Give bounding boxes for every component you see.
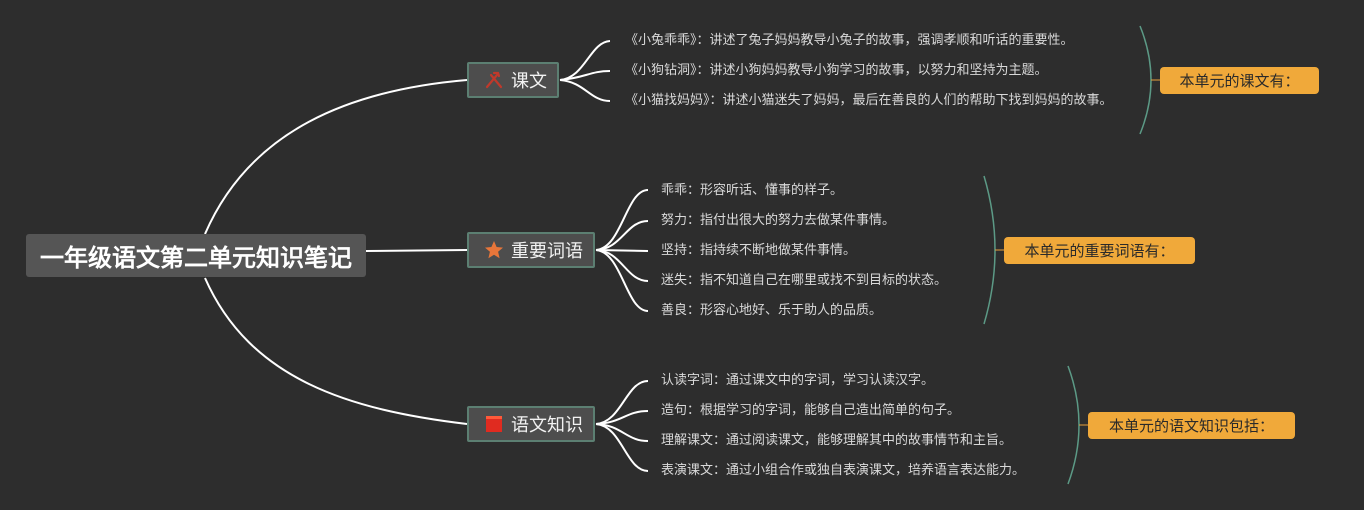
branch-label: 重要词语 [511, 241, 583, 262]
leaf-connector [595, 410, 649, 425]
leaf-connector [559, 79, 611, 102]
root-connector-lesson [204, 79, 468, 235]
branch-knowledge[interactable]: 语文知识 [467, 406, 595, 442]
summary-label[interactable]: 本单元的重要词语有： [1004, 237, 1195, 264]
summary-label[interactable]: 本单元的语文知识包括： [1088, 412, 1295, 439]
branch-label: 语文知识 [511, 415, 583, 436]
leaf-connector [559, 40, 611, 81]
leaf-connector [595, 249, 649, 252]
list-item: 善良：形容心地好、乐于助人的品质。 [661, 303, 883, 318]
list-item: 努力：指付出很大的努力去做某件事情。 [661, 213, 896, 228]
root-topic[interactable]: 一年级语文第二单元知识笔记 [26, 234, 366, 277]
branch-label: 课文 [511, 71, 547, 92]
list-item: 认读字词：通过课文中的字词，学习认读汉字。 [661, 373, 935, 388]
flag-icon [483, 413, 505, 435]
summary-bracket [1067, 365, 1080, 485]
branch-vocabulary[interactable]: 重要词语 [467, 232, 595, 268]
leaf-connector [595, 249, 649, 312]
list-item: 理解课文：通过阅读课文，能够理解其中的故事情节和主旨。 [661, 433, 1013, 448]
list-item: 坚持：指持续不断地做某件事情。 [661, 243, 857, 258]
list-item: 迷失：指不知道自己在哪里或找不到目标的状态。 [661, 273, 948, 288]
leaf-connector [595, 423, 649, 472]
tools-icon [483, 69, 505, 91]
leaf-connector [595, 220, 649, 251]
root-title: 一年级语文第二单元知识笔记 [40, 244, 352, 272]
branch-lesson[interactable]: 课文 [467, 62, 559, 98]
root-connector-vocab [365, 249, 468, 252]
leaf-connector [559, 70, 611, 81]
list-item: 《小猫找妈妈》：讲述小猫迷失了妈妈，最后在善良的人们的帮助下找到妈妈的故事。 [625, 93, 1113, 108]
list-item: 表演课文：通过小组合作或独自表演课文，培养语言表达能力。 [661, 463, 1026, 478]
summary-bracket [1139, 25, 1152, 135]
list-item: 造句：根据学习的字词，能够自己造出简单的句子。 [661, 403, 961, 418]
list-item: 《小兔乖乖》：讲述了兔子妈妈教导小兔子的故事，强调孝顺和听话的重要性。 [625, 33, 1074, 48]
list-item: 乖乖：形容听话、懂事的样子。 [661, 183, 844, 198]
star-icon [483, 239, 505, 261]
summary-label[interactable]: 本单元的课文有： [1160, 67, 1319, 94]
root-connector-knowledge [204, 277, 468, 425]
list-item: 《小狗钻洞》：讲述小狗妈妈教导小狗学习的故事，以努力和坚持为主题。 [625, 63, 1048, 78]
summary-bracket [983, 175, 996, 325]
leaf-connector [595, 189, 649, 251]
leaf-connector [595, 380, 649, 425]
